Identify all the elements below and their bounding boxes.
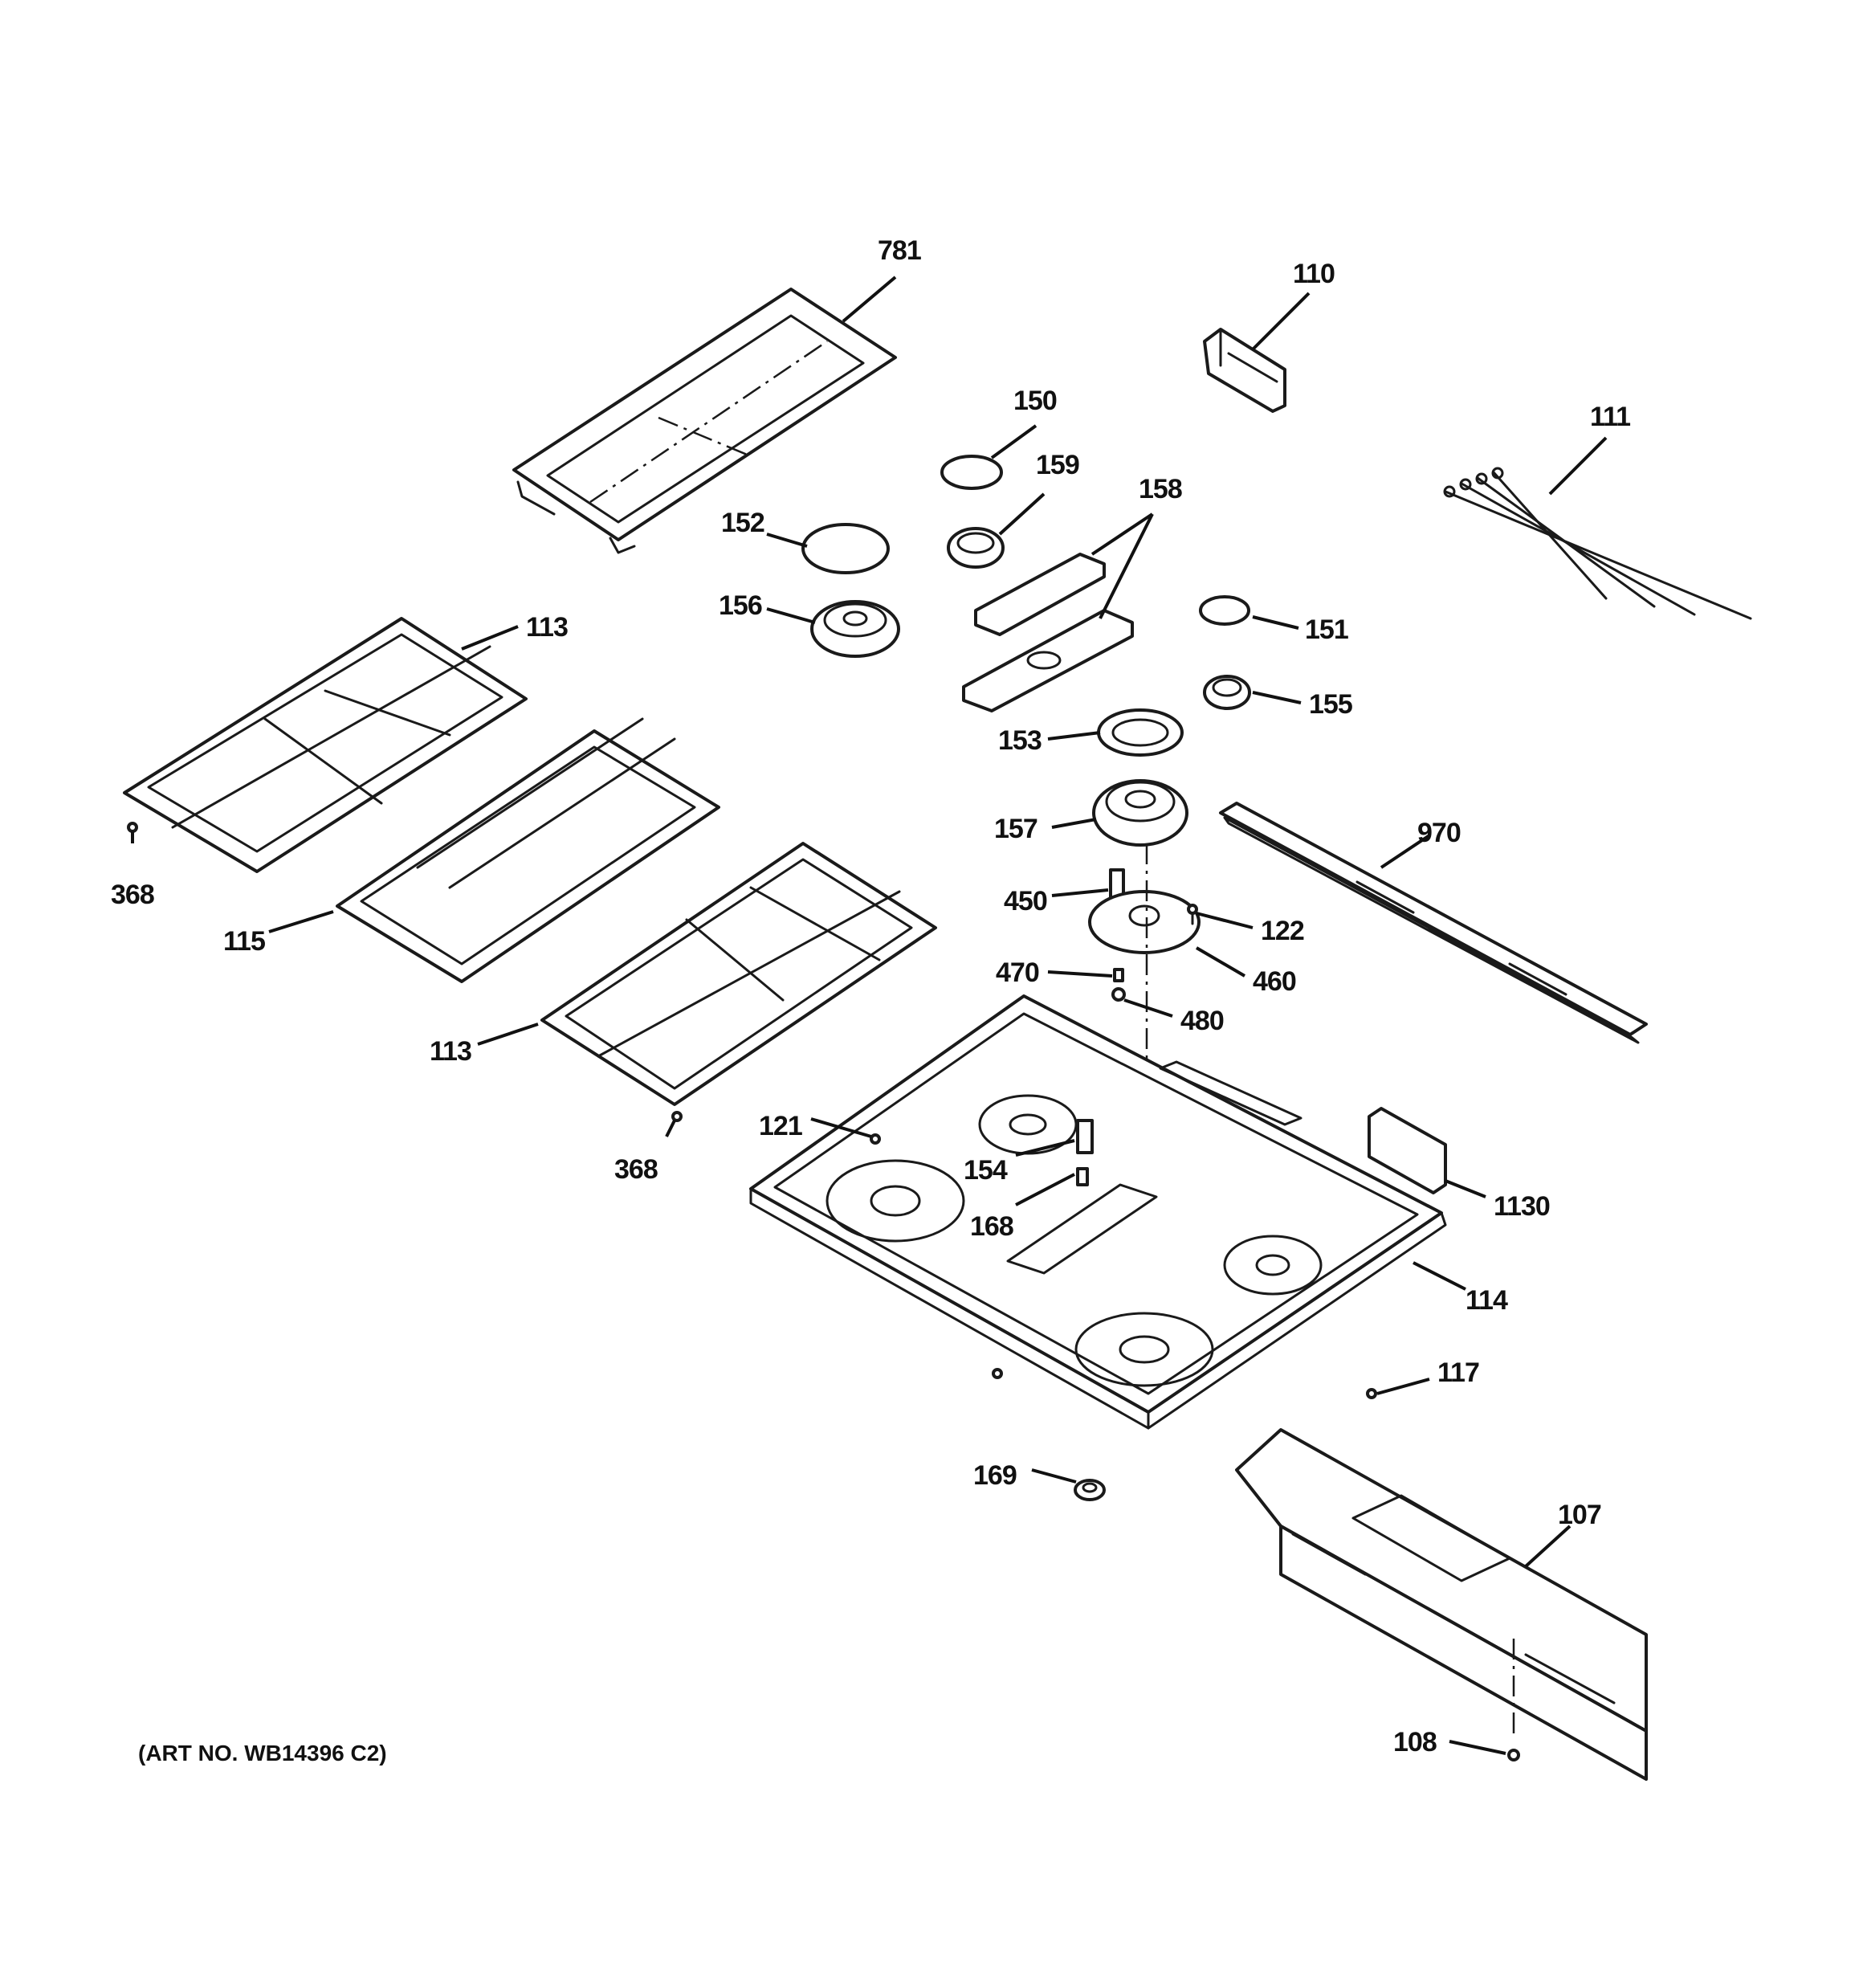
- part-122-screw: [1187, 904, 1198, 925]
- part-111-wire-harness: [1443, 467, 1752, 620]
- callout-108: 108: [1393, 1727, 1437, 1757]
- callout-368-left: 368: [111, 880, 154, 910]
- callout-368-right: 368: [614, 1154, 658, 1185]
- part-121-screw: [870, 1133, 881, 1145]
- callout-157: 157: [994, 814, 1037, 844]
- part-1130-bracket: [1368, 1107, 1447, 1194]
- part-368-foot-left: [127, 822, 138, 833]
- callout-450: 450: [1004, 886, 1047, 916]
- callout-781: 781: [878, 235, 921, 266]
- callout-470: 470: [996, 957, 1039, 988]
- part-150-burner-cap: [940, 455, 1003, 490]
- callout-154: 154: [964, 1155, 1008, 1186]
- callout-155: 155: [1309, 689, 1352, 720]
- part-169-grommet: [1074, 1479, 1106, 1501]
- part-151-burner-cap: [1199, 595, 1250, 626]
- part-156-burner-head: [810, 600, 900, 658]
- part-159-burner-head: [947, 527, 1005, 569]
- callout-110: 110: [1293, 259, 1335, 289]
- part-152-burner-cap: [801, 523, 890, 574]
- part-154-orifice: [1076, 1119, 1094, 1154]
- callout-152: 152: [721, 508, 764, 538]
- part-168-orifice: [1076, 1167, 1089, 1186]
- callout-115: 115: [223, 926, 265, 957]
- callout-460: 460: [1253, 966, 1296, 997]
- callout-114: 114: [1466, 1285, 1508, 1316]
- leader-lines: [131, 276, 1608, 1755]
- callout-168: 168: [970, 1211, 1013, 1242]
- callout-117: 117: [1437, 1357, 1479, 1388]
- part-153-burner-cap: [1097, 708, 1184, 757]
- part-114-cooktop: [749, 994, 1447, 1430]
- part-158-oval-burner: [962, 553, 1134, 712]
- part-115-grate-center: [336, 717, 720, 983]
- part-157-burner-head: [1092, 779, 1188, 847]
- callout-169: 169: [973, 1460, 1017, 1491]
- part-460-burner-base: [1088, 890, 1201, 954]
- callout-156: 156: [719, 590, 762, 621]
- part-113-grate-right: [540, 842, 937, 1106]
- callout-153: 153: [998, 725, 1042, 756]
- callout-150: 150: [1013, 386, 1057, 416]
- part-970-rail: [1219, 802, 1648, 1044]
- callout-159: 159: [1036, 450, 1079, 480]
- callout-151: 151: [1305, 614, 1348, 645]
- part-368-foot-right: [671, 1111, 683, 1122]
- callout-1130: 1130: [1494, 1191, 1550, 1222]
- callout-111: 111: [1590, 402, 1630, 432]
- callout-480: 480: [1180, 1006, 1224, 1036]
- part-480-orifice: [1111, 987, 1126, 1002]
- callout-970: 970: [1417, 818, 1461, 848]
- part-781-griddle: [512, 288, 897, 554]
- part-108-screw: [1507, 1749, 1520, 1761]
- callout-107: 107: [1558, 1500, 1601, 1530]
- callout-113-lower: 113: [430, 1036, 471, 1067]
- part-107-panel: [1235, 1428, 1648, 1781]
- callout-122: 122: [1261, 916, 1304, 946]
- callout-158: 158: [1139, 474, 1182, 504]
- callout-113-upper: 113: [526, 612, 568, 643]
- part-470-screw: [1113, 968, 1124, 982]
- part-unlabeled-screw: [992, 1368, 1003, 1379]
- art-number: (ART NO. WB14396 C2): [138, 1741, 387, 1766]
- part-110-bracket: [1203, 328, 1286, 413]
- callout-121: 121: [759, 1111, 802, 1141]
- part-117-screw: [1366, 1388, 1377, 1399]
- part-155-burner-head: [1203, 675, 1251, 710]
- part-113-grate-left: [123, 617, 528, 873]
